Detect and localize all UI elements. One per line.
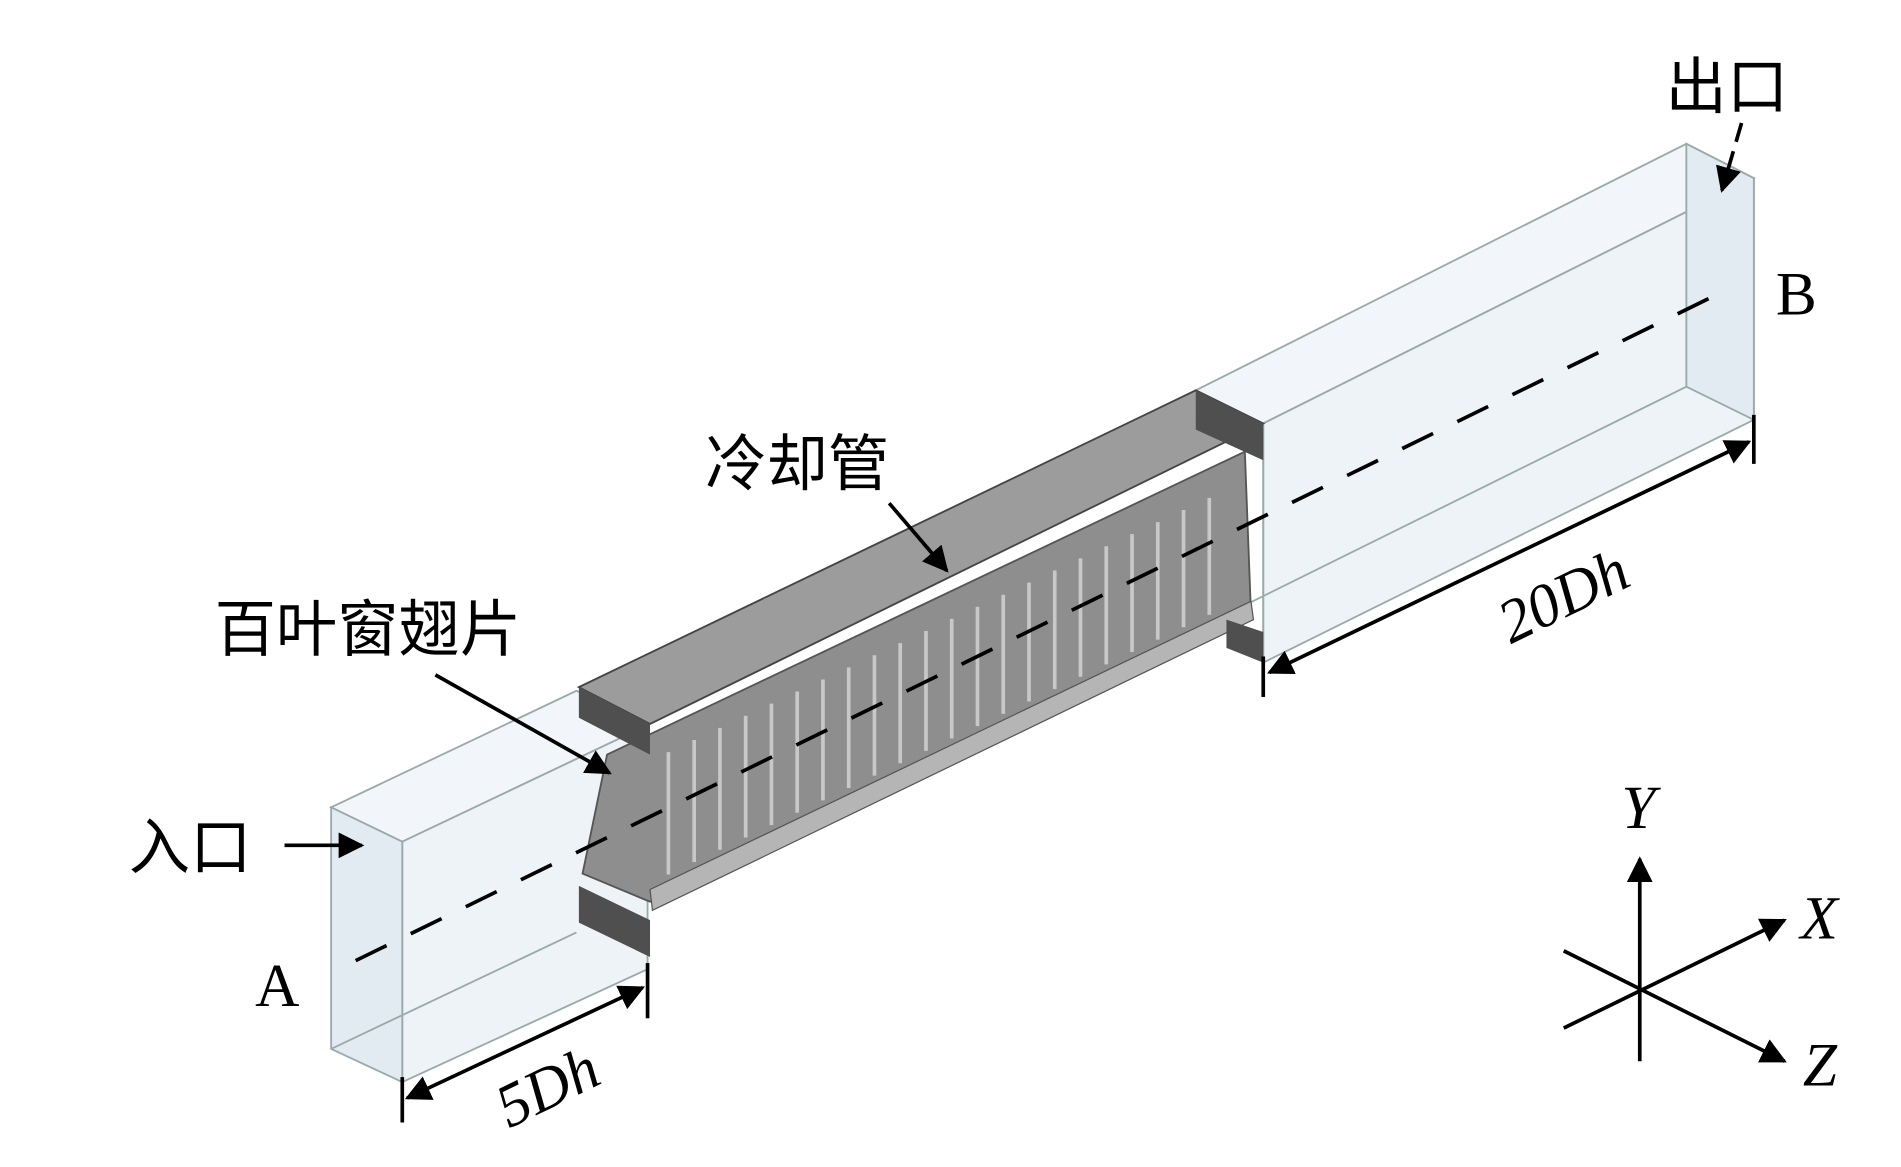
dimension-5dh	[400, 963, 650, 1123]
centerline	[354, 286, 1731, 963]
louver-fin-leader-arrow	[434, 673, 612, 775]
louver-fin-label: 百叶窗翅片	[215, 594, 522, 665]
outlet-duct	[1193, 142, 1756, 665]
inlet-length-label: 5Dh	[485, 1034, 610, 1141]
outlet-leader-arrow	[1716, 122, 1744, 193]
y-axis-label: Y	[1621, 774, 1661, 842]
inlet-label: 入口	[129, 813, 252, 884]
dimension-20dh	[1261, 414, 1756, 697]
cooling-tube	[576, 389, 1266, 957]
outlet-label: 出口	[1666, 52, 1789, 123]
inlet-duct	[329, 689, 650, 1084]
x-axis-label: X	[1797, 885, 1840, 953]
cooling-tube-leader-arrow	[887, 501, 949, 573]
cooling-tube-label: 冷却管	[705, 429, 889, 500]
point-b-label: B	[1776, 260, 1817, 328]
coordinate-axes-icon	[1562, 856, 1787, 1063]
z-axis-label: Z	[1803, 1032, 1838, 1100]
outlet-length-label: 20Dh	[1487, 536, 1639, 657]
point-a-label: A	[255, 952, 299, 1020]
